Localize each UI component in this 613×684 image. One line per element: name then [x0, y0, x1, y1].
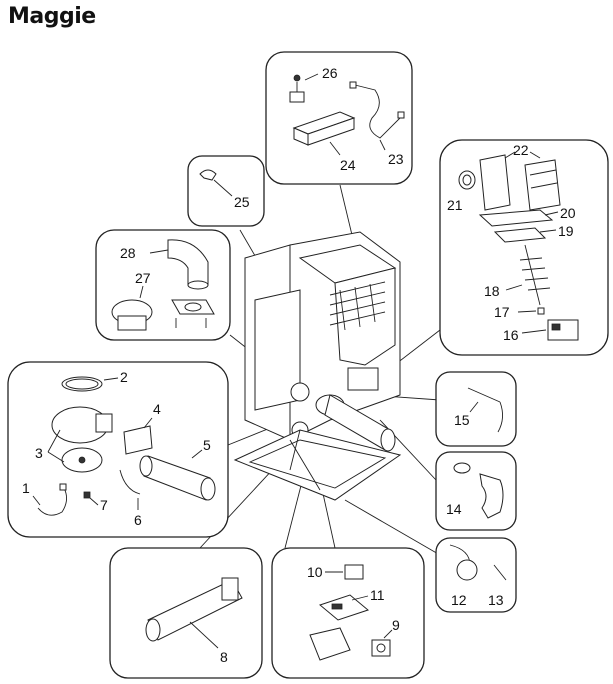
callout-10: 10: [307, 564, 323, 580]
callout-17: 17: [494, 304, 510, 320]
part-5-tube: [139, 455, 216, 501]
detail-box-electronics: 10 11 9: [271, 547, 425, 679]
detail-box-control-panel: 26 24 23: [265, 51, 413, 185]
detail-box-14: 14: [435, 451, 517, 531]
page-title: Maggie: [8, 4, 96, 29]
callout-16: 16: [503, 327, 519, 343]
part-4-gasket: [123, 425, 153, 455]
part-19-gasket: [493, 227, 547, 243]
part-23-wire: [349, 81, 405, 139]
detail-box-12-13: 12 13: [435, 537, 517, 613]
detail-box-8: 8: [109, 547, 263, 679]
callout-13: 13: [488, 592, 504, 608]
part-24-panel: [292, 111, 356, 146]
detail-box-combustion: 2 3 4 5 6 1 7: [7, 361, 229, 538]
part-22-hopper-chute: [479, 154, 561, 211]
callout-9: 9: [392, 617, 400, 633]
part-17-bushing: [537, 307, 545, 315]
callout-3: 3: [35, 445, 43, 461]
part-18-auger: [519, 244, 551, 306]
detail-box-auger: 21 22 20 19 18 17 16: [439, 139, 609, 356]
callout-28: 28: [120, 245, 136, 261]
part-13-probe: [493, 564, 507, 581]
main-assembly: [233, 231, 402, 501]
part-1-wire: [37, 483, 67, 516]
part-25-clip: [199, 169, 217, 181]
callout-15: 15: [454, 412, 470, 428]
callout-26: 26: [322, 65, 338, 81]
callout-7: 7: [100, 497, 108, 513]
callout-23: 23: [388, 151, 404, 167]
part-12-igniter: [456, 559, 478, 581]
part-11-control-board: [309, 594, 370, 661]
detail-box-15: 15: [435, 371, 517, 447]
part-15-sensor: [467, 387, 503, 433]
callout-22: 22: [513, 142, 529, 158]
callout-14: 14: [446, 501, 462, 517]
callout-25: 25: [234, 194, 250, 210]
callout-4: 4: [153, 401, 161, 417]
part-10-switch: [344, 564, 364, 580]
part-21-gasket: [458, 170, 476, 190]
part-27-blower: [111, 299, 215, 331]
callout-11: 11: [370, 587, 385, 603]
callout-18: 18: [484, 283, 500, 299]
callout-19: 19: [558, 223, 574, 239]
part-28-elbow: [167, 239, 209, 290]
part-6-wire: [119, 469, 141, 495]
callout-27: 27: [135, 270, 151, 286]
callout-24: 24: [340, 157, 356, 173]
detail-box-25: 25: [187, 155, 265, 227]
callout-8: 8: [220, 649, 228, 665]
part-26-knob: [289, 74, 305, 103]
grate: [329, 281, 386, 331]
part-8-burn-pot: [145, 577, 243, 642]
part-14-hose: [453, 462, 504, 519]
part-3-fan: [51, 406, 113, 473]
part-7-screw: [83, 491, 91, 499]
part-16-motor: [547, 319, 579, 341]
callout-20: 20: [560, 205, 576, 221]
callout-12: 12: [451, 592, 467, 608]
detail-box-exhaust: 28 27: [95, 229, 231, 341]
callout-2: 2: [120, 369, 128, 385]
callout-5: 5: [203, 437, 211, 453]
callout-1: 1: [22, 480, 30, 496]
callout-21: 21: [447, 197, 463, 213]
part-20-plate: [478, 209, 554, 227]
callout-6: 6: [134, 512, 142, 528]
